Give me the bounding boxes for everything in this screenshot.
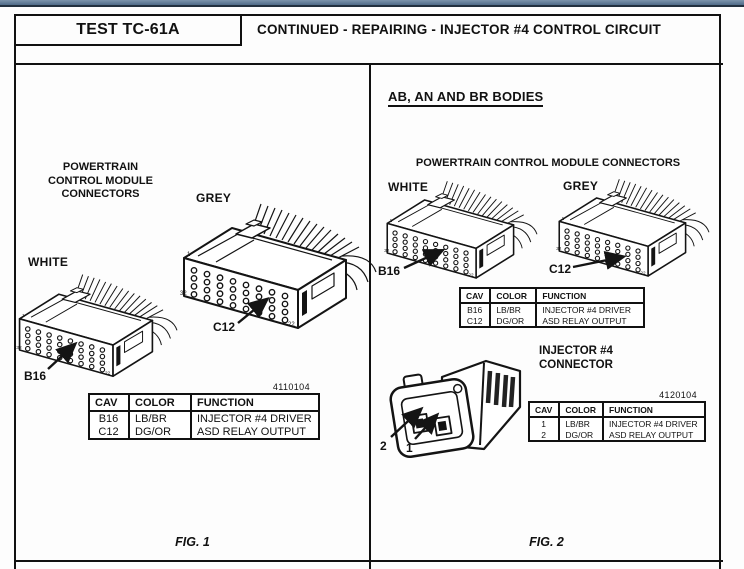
column-header: CAV: [88, 394, 129, 412]
test-id-box: TEST TC-61A: [14, 14, 242, 46]
column-header: CAV: [458, 288, 491, 304]
table-cell: DG/OR: [489, 315, 537, 327]
column-header: COLOR: [128, 394, 191, 412]
table-cell: 1: [527, 417, 560, 429]
fig2-grey-label: GREY: [563, 179, 599, 193]
fig1-b16-callout: B16: [24, 369, 47, 383]
column-header: FUNCTION: [535, 288, 645, 304]
table-cell: INJECTOR #4 DRIVER: [602, 417, 705, 429]
table-cell: C12: [88, 425, 129, 439]
fig1-pinout-table: CAV COLOR FUNCTION B16 LB/BR INJECTOR #4…: [88, 393, 320, 440]
column-header: COLOR: [558, 402, 604, 418]
fig2-white-label: WHITE: [388, 180, 429, 194]
table-cell: INJECTOR #4 DRIVER: [190, 411, 319, 425]
fig1-grey-label: GREY: [196, 191, 232, 205]
fig2-caption: FIG. 2: [529, 535, 564, 549]
page-title: CONTINUED - REPAIRING - INJECTOR #4 CONT…: [257, 22, 661, 37]
fig1-c12-callout: C12: [213, 320, 236, 334]
window-top-bar: [0, 0, 744, 7]
fig2-injector-heading: INJECTOR #4 CONNECTOR: [539, 345, 613, 371]
table-cell: INJECTOR #4 DRIVER: [535, 303, 645, 315]
table-cell: ASD RELAY OUTPUT: [535, 315, 645, 327]
table-row: 2 DG/OR ASD RELAY OUTPUT: [527, 429, 705, 441]
fig1-figure-number: 4110104: [272, 382, 310, 392]
table-cell: 2: [527, 429, 560, 441]
fig1-connectors-title: POWERTRAIN CONTROL MODULE CONNECTORS: [48, 161, 153, 200]
fig2-cavity-1-callout: 1: [406, 441, 413, 455]
table-row: C12 DG/OR ASD RELAY OUTPUT: [88, 425, 319, 439]
fig2-c12-callout: C12: [549, 262, 572, 276]
page-frame: [14, 14, 721, 569]
fig2-connectors-title: POWERTRAIN CONTROL MODULE CONNECTORS: [415, 157, 681, 169]
panel-divider: [369, 65, 371, 569]
table-cell: LB/BR: [558, 417, 604, 429]
table-cell: B16: [458, 303, 491, 315]
table-cell: B16: [88, 411, 129, 425]
fig2-figure-number: 4120104: [659, 390, 697, 400]
fig2-injector-pinout-table: CAV COLOR FUNCTION 1 LB/BR INJECTOR #4 D…: [527, 401, 706, 442]
column-header: CAV: [527, 402, 560, 418]
table-row: 1 LB/BR INJECTOR #4 DRIVER: [527, 417, 705, 429]
fig1-caption: FIG. 1: [175, 535, 210, 549]
header-divider: [14, 63, 723, 65]
table-cell: LB/BR: [489, 303, 537, 315]
fig2-cavity-2-callout: 2: [380, 439, 387, 453]
section-divider: [14, 560, 723, 562]
table-row: B16 LB/BR INJECTOR #4 DRIVER: [458, 303, 645, 315]
table-cell: C12: [458, 315, 491, 327]
fig2-section-heading: AB, AN AND BR BODIES: [388, 89, 544, 107]
table-row: B16 LB/BR INJECTOR #4 DRIVER: [88, 411, 319, 425]
table-cell: ASD RELAY OUTPUT: [190, 425, 319, 439]
column-header: COLOR: [489, 288, 537, 304]
table-cell: DG/OR: [128, 425, 191, 439]
column-header: FUNCTION: [190, 394, 319, 412]
table-cell: DG/OR: [558, 429, 604, 441]
column-header: FUNCTION: [602, 402, 705, 418]
table-cell: ASD RELAY OUTPUT: [602, 429, 705, 441]
fig2-pcm-pinout-table: CAV COLOR FUNCTION B16 LB/BR INJECTOR #4…: [458, 287, 646, 328]
fig1-white-label: WHITE: [28, 255, 69, 269]
table-row: C12 DG/OR ASD RELAY OUTPUT: [458, 315, 645, 327]
test-id-label: TEST TC-61A: [76, 21, 180, 38]
fig2-b16-callout: B16: [378, 264, 401, 278]
table-cell: LB/BR: [128, 411, 191, 425]
